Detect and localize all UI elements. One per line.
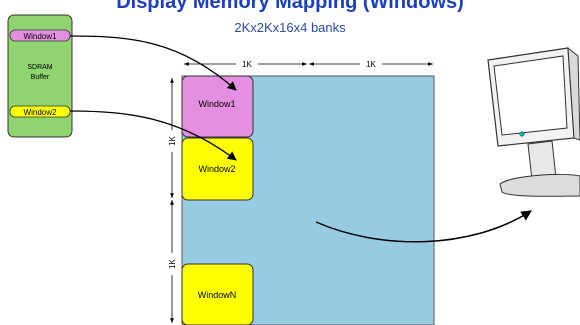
- arrow-memory-to-display: [315, 210, 532, 243]
- memory-windowN: [181, 263, 254, 325]
- sdram-label-line2: Buffer: [31, 74, 50, 81]
- sdram-label-line1: SDRAM: [27, 64, 52, 71]
- dim-label-bg: [166, 130, 178, 152]
- dim-side-lower-label: 1K: [168, 258, 177, 268]
- monitor-icon: [487, 46, 580, 197]
- subtitle: 2Kx2Kx16x4 banks: [234, 20, 346, 35]
- sdram-slot-window2-label: Window2: [24, 108, 57, 117]
- dim-label-bg: [236, 58, 258, 69]
- memory-window1: [181, 75, 254, 138]
- dim-top-left-label: 1K: [242, 60, 252, 69]
- page-title: Display Memory Mapping (Windows): [116, 0, 464, 13]
- memory-window2-label: Window2: [198, 164, 235, 174]
- sdram-slot-window1-label: Window1: [24, 32, 57, 41]
- dim-label-bg: [166, 253, 178, 275]
- memory-windowN-label: WindowN: [198, 290, 237, 300]
- memory-window1-label: Window1: [198, 99, 235, 109]
- dim-side-upper-label: 1K: [168, 135, 177, 145]
- arrow-window1-to-memory: [69, 35, 237, 91]
- arrow-window2-to-memory: [69, 110, 237, 161]
- dim-top-right-label: 1K: [366, 60, 376, 69]
- dim-label-bg: [360, 58, 382, 69]
